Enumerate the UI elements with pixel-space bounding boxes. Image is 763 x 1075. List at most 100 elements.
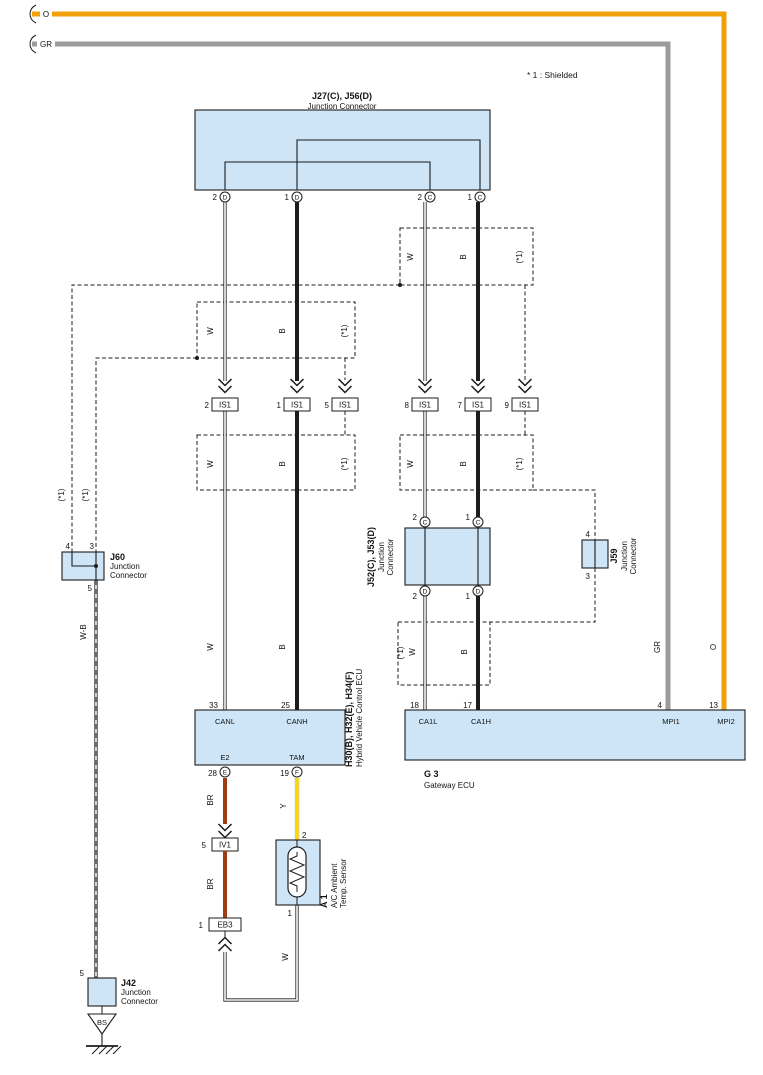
pin-label-mpi1: MPI1 xyxy=(662,717,680,726)
wire-label-w: W xyxy=(408,648,417,656)
j52-box xyxy=(404,527,491,586)
pin-number: 28 xyxy=(208,769,217,778)
shield-box-lower-right xyxy=(399,434,534,491)
wire-label-b: B xyxy=(278,328,287,333)
pin-label-ca1h: CA1H xyxy=(471,717,491,726)
junction-connector-j27: J27(C), J56(D) Junction Connector D D C … xyxy=(194,91,491,203)
is1-code: IS1 xyxy=(519,401,532,410)
hv-ecu-desc: Hybrid Vehicle Control ECU xyxy=(355,669,364,767)
wire-label-o: O xyxy=(43,10,49,19)
j52-id: J52(C), J53(D) xyxy=(366,527,376,587)
j52-pin xyxy=(472,585,484,597)
shield-dashed-line xyxy=(71,284,400,552)
j42-box xyxy=(87,977,117,1007)
pin-number: 2 xyxy=(413,592,418,601)
pin-number: 5 xyxy=(88,584,93,593)
pin-number: 4 xyxy=(658,701,663,710)
pin-number: 17 xyxy=(463,701,472,710)
wire-label-y: Y xyxy=(279,803,288,809)
pin-letter: D xyxy=(223,195,228,202)
shield-dashed-group xyxy=(71,227,596,686)
is1-code: IS1 xyxy=(219,401,232,410)
shield-ref-label: (*1) xyxy=(396,646,405,659)
j27-desc: Junction Connector xyxy=(308,102,377,111)
j59-desc1: Junction xyxy=(620,541,629,571)
junction-connector-j42: 5 J42 Junction Connector BS xyxy=(80,969,158,1055)
j60-desc1: Junction xyxy=(110,562,140,571)
j42-id: J42 xyxy=(121,978,136,988)
ground-triangle xyxy=(86,1013,118,1035)
gateway-ecu-box xyxy=(404,709,746,761)
j52-desc2: Connector xyxy=(386,538,395,575)
pin-number: 5 xyxy=(202,841,207,850)
wire-label-w: W xyxy=(406,460,415,468)
gateway-ecu-id: G 3 xyxy=(424,769,439,779)
j27-internal-bus xyxy=(224,161,431,190)
pin-number: 5 xyxy=(80,969,85,978)
pin-number: 1 xyxy=(468,193,473,202)
j52-pin xyxy=(472,516,484,528)
label-backing xyxy=(40,8,52,20)
wire-orange-mpi2 xyxy=(32,11,727,710)
pin-number: 3 xyxy=(586,572,591,581)
wire-break-mark xyxy=(29,4,37,24)
shield-box-lower-left xyxy=(196,434,356,491)
pin-letter: D xyxy=(476,589,481,596)
wire-label-o: O xyxy=(709,644,718,650)
can-wires xyxy=(223,200,480,712)
pin-label-mpi2: MPI2 xyxy=(717,717,735,726)
pin-letter: F xyxy=(295,770,299,777)
pin-letter: C xyxy=(476,520,481,527)
j52-pin xyxy=(419,516,431,528)
sensor-desc2: Temp. Sensor xyxy=(339,858,348,908)
j42-desc1: Junction xyxy=(121,988,151,997)
j27-box xyxy=(194,109,491,191)
shield-ref-label: (*1) xyxy=(515,457,524,470)
j27-pin xyxy=(424,191,436,203)
junction-connector-j59: 4 3 J59 Junction Connector xyxy=(581,530,638,581)
shield-ref-label: (*1) xyxy=(81,488,90,501)
hv-control-ecu: 33 25 CANL CANH E2 TAM E F 28 19 H30(B),… xyxy=(194,669,364,778)
j27-pin xyxy=(219,191,231,203)
pin-number: 7 xyxy=(458,401,463,410)
j27-pin xyxy=(291,191,303,203)
pin-number: 1 xyxy=(288,909,293,918)
pin-number: 2 xyxy=(413,513,418,522)
shielded-note: * 1 : Shielded xyxy=(527,70,578,80)
ground-hatches xyxy=(91,1045,122,1055)
shield-box-upper-left xyxy=(196,301,356,359)
junction-dot xyxy=(195,356,199,360)
wire-labels-upper: W B (*1) W B (*1) (*1) (*1) xyxy=(57,250,524,501)
is1-code: IS1 xyxy=(291,401,304,410)
ground-code-bs: BS xyxy=(97,1018,107,1027)
pin-number: 25 xyxy=(281,701,290,710)
sensor-desc1: A/C Ambient xyxy=(330,863,339,908)
pin-number: 1 xyxy=(466,592,471,601)
pin-number: 1 xyxy=(199,921,204,930)
is1-splice-row: 2 1 5 8 7 9 IS1 IS1 IS1 IS1 IS1 IS1 xyxy=(205,378,539,412)
junction-connector-j60: 4 3 5 J60 Junction Connector xyxy=(61,542,147,593)
ambient-temp-sensor: Y 2 1 W A 1 A/C Ambient Temp. Sensor xyxy=(275,778,348,961)
hv-ecu-box xyxy=(194,709,346,766)
is1-code: IS1 xyxy=(472,401,485,410)
j60-desc2: Connector xyxy=(110,571,147,580)
pin-number: 19 xyxy=(280,769,289,778)
trunk-wires: O GR xyxy=(29,4,727,710)
wire-label-w: W xyxy=(206,327,215,335)
pin-label-e2: E2 xyxy=(220,753,229,762)
wire-label-b: B xyxy=(278,644,287,649)
pin-label-canl: CANL xyxy=(215,717,235,726)
pin-letter: C xyxy=(428,195,433,202)
j59-id: J59 xyxy=(609,548,619,563)
shield-dashed-line xyxy=(490,568,596,623)
gateway-ecu: 18 17 4 13 CA1L CA1H MPI1 MPI2 G 3 Gatew… xyxy=(404,701,746,790)
wire-label-gr: GR xyxy=(653,641,662,653)
j52-desc1: Junction xyxy=(377,542,386,572)
shield-ref-label: (*1) xyxy=(57,488,66,501)
hv-ecu-pin xyxy=(219,766,231,778)
j60-id: J60 xyxy=(110,552,125,562)
pin-number: 8 xyxy=(405,401,410,410)
shield-ref-label: (*1) xyxy=(340,457,349,470)
pin-label-canh: CANH xyxy=(286,717,307,726)
